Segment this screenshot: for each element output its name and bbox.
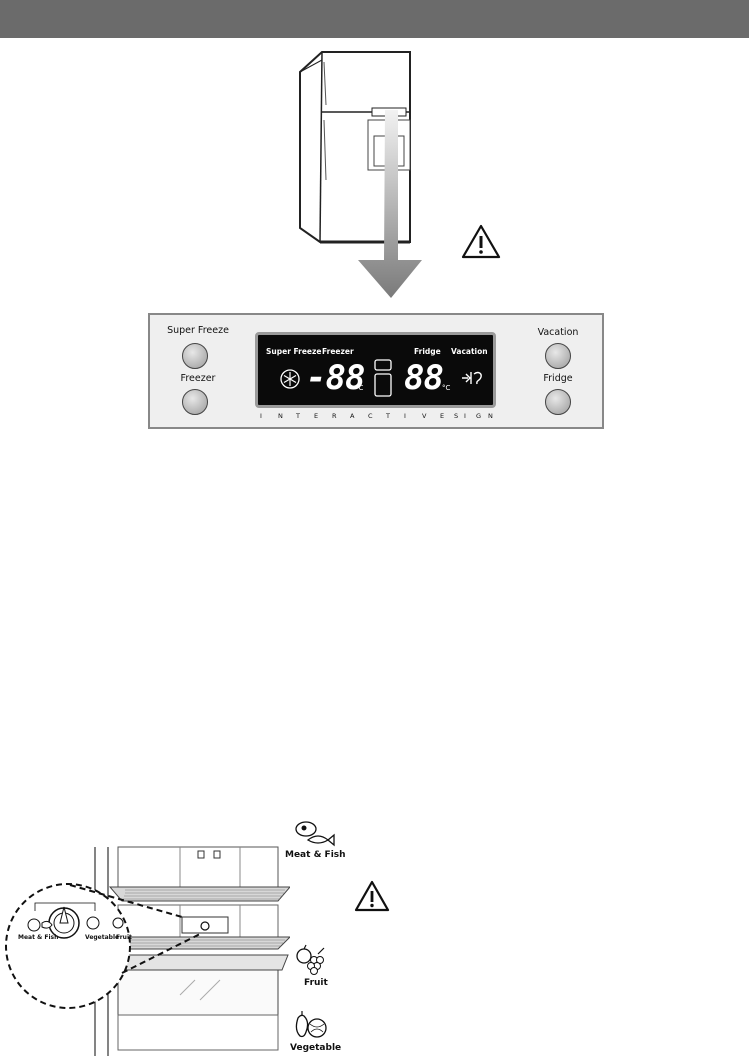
vacation-button[interactable] [545,343,571,369]
zoom-vegetable-label: Vegetable [85,934,120,941]
display-super-freeze-label: Super Freeze [266,347,322,356]
vacation-icon [462,371,482,385]
freezer-unit: °C [355,384,364,392]
strip-letter: V [422,412,427,420]
strip-letter: I [464,412,466,420]
super-freeze-label: Super Freeze [167,325,229,336]
strip-letter: C [368,412,373,420]
display-freezer-label: Freezer [322,347,354,356]
vegetable-icon [295,1011,327,1038]
header-bar [0,0,749,38]
vacation-label: Vacation [537,327,579,338]
mode-bar-indicator [374,359,392,397]
freezer-temperature: -88 [306,358,365,398]
freezer-label: Freezer [180,373,216,384]
super-freeze-button[interactable] [182,343,208,369]
zoom-meat-fish-label: Meat & Fish [18,934,59,941]
strip-letter: T [296,412,300,420]
warning-icon [461,224,501,259]
strip-letter: E [314,412,319,420]
control-panel [148,313,604,429]
strip-letter: S [454,412,459,420]
fridge-temperature: 88 [404,358,444,398]
strip-letter: N [488,412,493,420]
interactive-design-strip: I N T E R A C T I V E D E S I G N [256,412,496,424]
strip-letter: A [350,412,355,420]
fruit-icon [296,944,325,975]
display-fridge-label: Fridge [414,347,441,356]
strip-letter: I [260,412,262,420]
strip-letter: N [278,412,283,420]
display-vacation-label: Vacation [451,347,488,356]
strip-letter: R [332,412,337,420]
freezer-button[interactable] [182,389,208,415]
fridge-label: Fridge [543,373,573,384]
strip-letter: G [476,412,482,420]
snowflake-icon [280,369,300,389]
strip-letter: T [386,412,390,420]
fridge-unit: °C [442,384,451,392]
legend-vegetable-label: Vegetable [290,1043,342,1053]
warning-icon [354,880,390,912]
fridge-interior-illustration [5,846,290,1056]
strip-letter: E [440,412,445,420]
zoom-fruit-label: Fruit [116,934,132,941]
legend-fruit-label: Fruit [304,978,328,988]
meat-fish-icon [295,821,335,847]
fridge-button[interactable] [545,389,571,415]
arrow-icon [358,110,422,298]
legend-meat-fish-label: Meat & Fish [285,850,346,860]
strip-letter: I [404,412,406,420]
